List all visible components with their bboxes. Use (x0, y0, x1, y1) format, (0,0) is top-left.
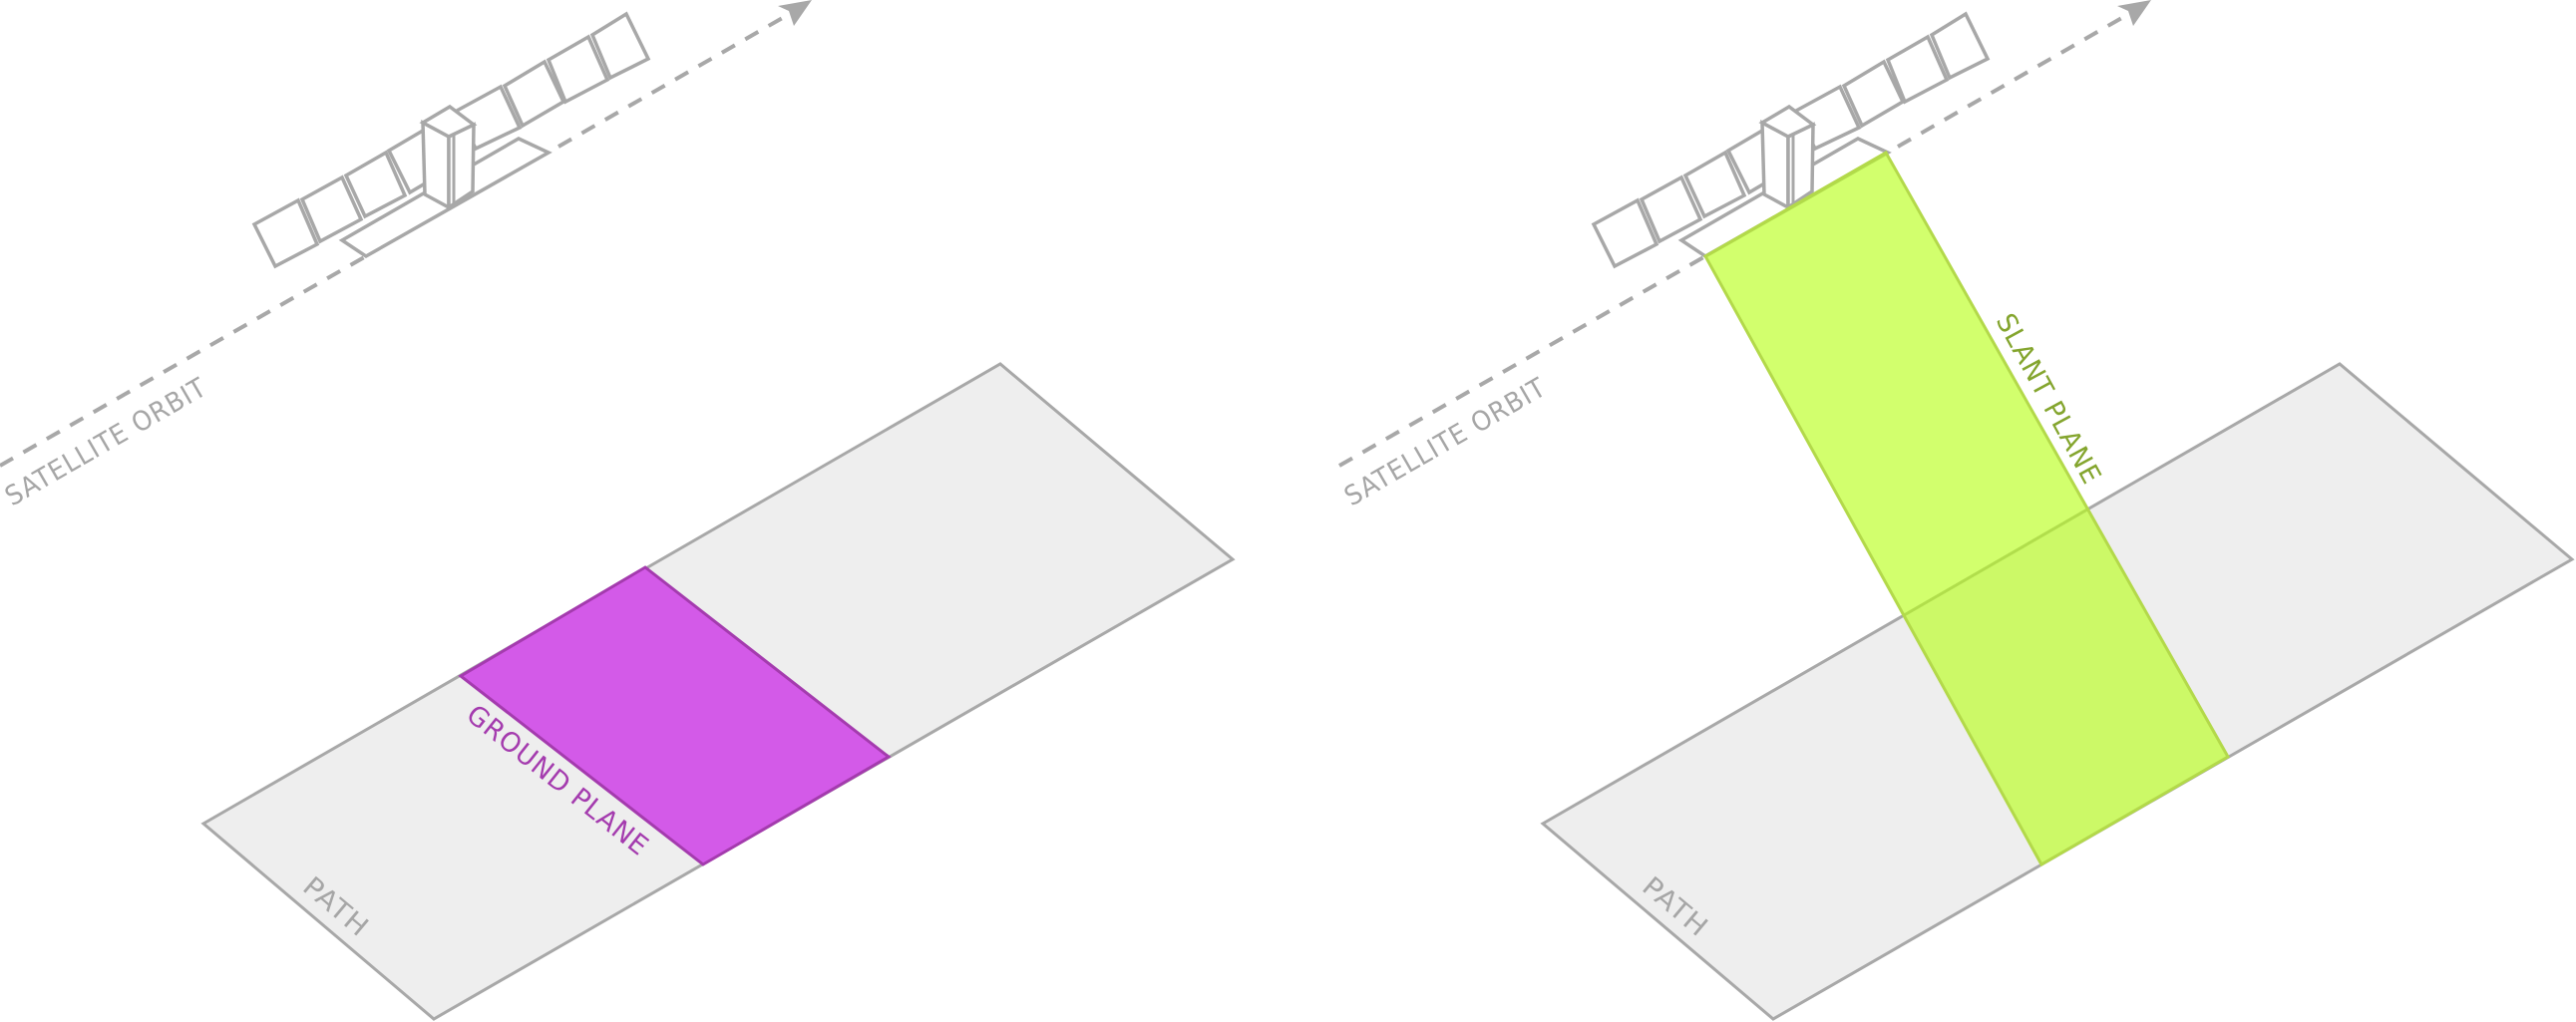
slant-plane-panel: SATELLITE ORBIT SLANT PLANE PATH (1337, 0, 2575, 1021)
satellite-orbit-label: SATELLITE ORBIT (1339, 372, 1552, 512)
satellite-orbit-label: SATELLITE ORBIT (0, 372, 212, 512)
ground-plane-area (458, 565, 892, 866)
slant-plane-area (1702, 150, 2231, 867)
satellite-icon (252, 12, 650, 268)
ground-plane-panel: SATELLITE ORBIT GROUND PLANE PATH (0, 0, 1236, 1021)
